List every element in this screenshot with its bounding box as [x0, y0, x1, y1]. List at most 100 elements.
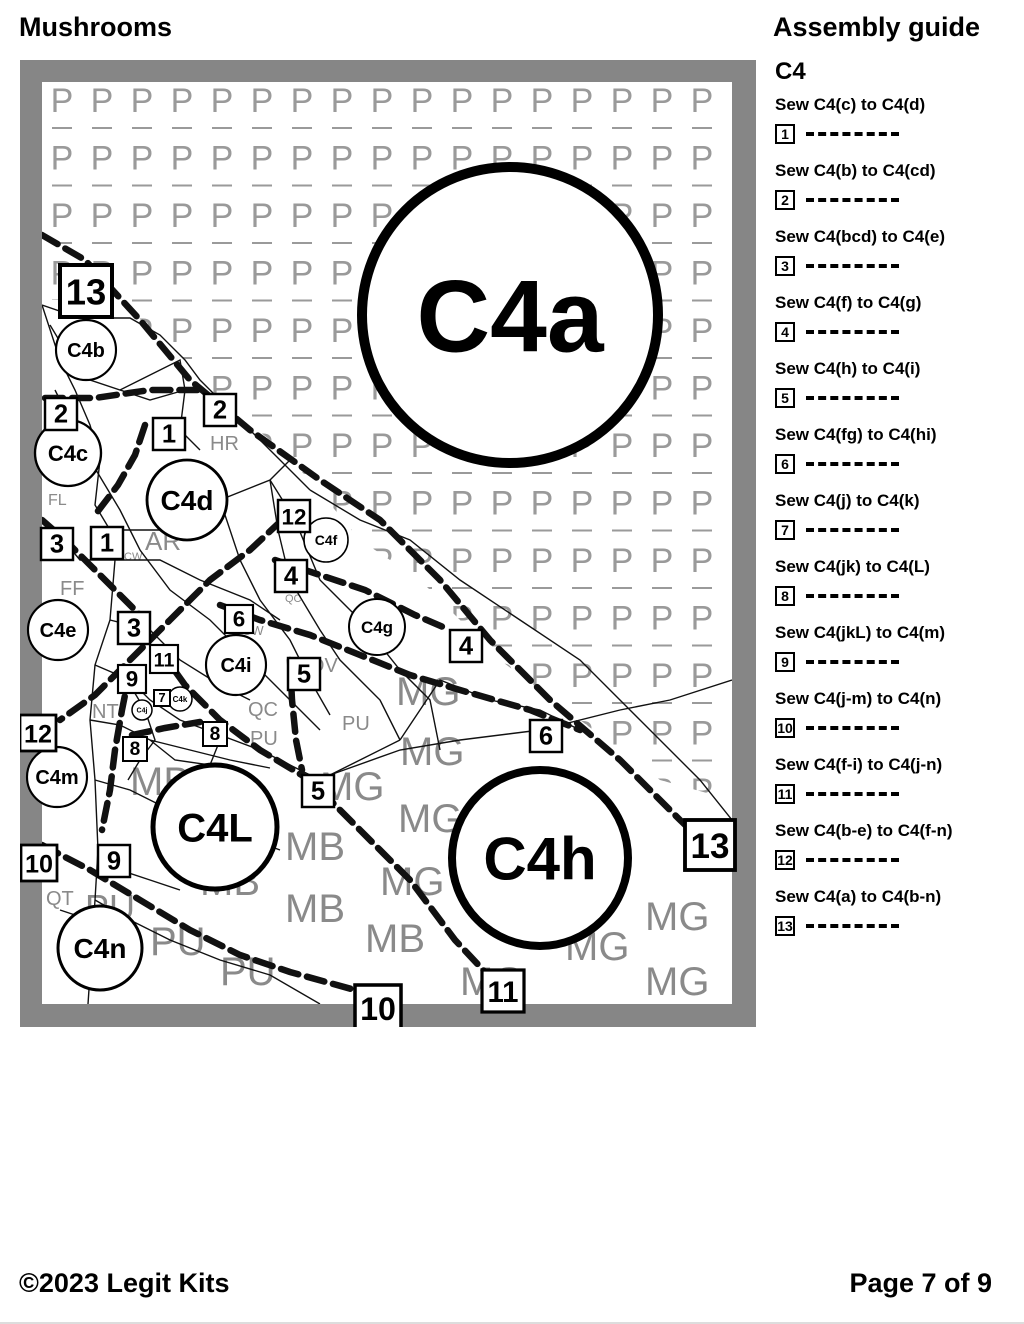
- seam-marker-2: 2: [202, 392, 238, 428]
- fabric-code-pu-3: PU: [150, 920, 206, 964]
- assembly-step: Sew C4(b) to C4(cd)2: [775, 160, 1020, 226]
- seam-dash-icon: [806, 330, 899, 334]
- step-number-box: 13: [775, 916, 795, 936]
- copyright-footer: ©2023 Legit Kits: [19, 1268, 230, 1298]
- seam-marker-12: 12: [20, 713, 58, 753]
- step-seam-key: 13: [775, 916, 1020, 936]
- piece-label-text: C4h: [483, 826, 596, 893]
- seam-marker-number: 4: [459, 632, 474, 660]
- seam-dash-icon: [806, 924, 899, 928]
- fabric-code-mg-1: MG: [400, 730, 464, 774]
- fabric-code-qt: QT: [46, 888, 74, 910]
- seam-marker-number: 6: [539, 722, 553, 750]
- seam-marker-3: 3: [39, 526, 75, 562]
- bottom-rule: [0, 1322, 1024, 1324]
- seam-marker-number: 8: [130, 739, 141, 760]
- piece-label-text: C4i: [220, 655, 251, 677]
- seam-dash-icon: [806, 462, 899, 466]
- seam-9: [98, 666, 134, 834]
- seam-marker-13: 13: [58, 263, 114, 319]
- seam-marker-11: 11: [480, 968, 526, 1014]
- seam-dash-icon: [806, 264, 899, 268]
- fabric-code-qc-2: QC: [248, 699, 278, 721]
- step-seam-key: 4: [775, 322, 1020, 342]
- step-instruction: Sew C4(j-m) to C4(n): [775, 689, 942, 708]
- assembly-step: Sew C4(fg) to C4(hi)6: [775, 424, 1020, 490]
- seam-marker-number: 3: [50, 530, 64, 558]
- page-number: Page 7 of 9: [849, 1268, 992, 1298]
- piece-label-text: C4g: [361, 618, 393, 637]
- assembly-guide-title: Assembly guide: [773, 12, 981, 42]
- seam-marker-box: [116, 663, 148, 695]
- seam-marker-number: 10: [360, 991, 396, 1027]
- piece-labels: C4aC4bC4cC4dC4eC4fC4gC4hC4iC4jC4kC4LC4mC…: [25, 162, 663, 992]
- step-seam-key: 3: [775, 256, 1020, 276]
- step-number-box: 12: [775, 850, 795, 870]
- seam-marker-box: [448, 628, 484, 664]
- assembly-step: Sew C4(j-m) to C4(n)10: [775, 688, 1020, 754]
- seam-marker-number: 13: [66, 272, 106, 313]
- seam-marker-box: [286, 656, 322, 692]
- fabric-code-mg-7: MG: [645, 960, 709, 1004]
- step-number-box: 5: [775, 388, 795, 408]
- piece-label-text: C4f: [315, 532, 338, 548]
- fabric-code-mb-4: MB: [365, 917, 425, 961]
- seam-marker-box: [96, 843, 132, 879]
- seam-marker-6: 6: [528, 718, 564, 754]
- fabric-code-nt: NT: [92, 701, 119, 723]
- piece-label-text: C4e: [40, 620, 77, 642]
- seam-marker-box: [276, 498, 312, 534]
- seam-marker-number: 4: [284, 562, 299, 590]
- seam-marker-box: [89, 525, 125, 561]
- piece-label-c4a: C4a: [357, 162, 663, 468]
- assembly-step: Sew C4(j) to C4(k)7: [775, 490, 1020, 556]
- step-seam-key: 11: [775, 784, 1020, 804]
- fabric-code-pu-1: PU: [342, 713, 370, 735]
- seam-8: [128, 718, 204, 739]
- piece-label-text: C4L: [177, 806, 253, 850]
- piece-label-circle: [204, 633, 268, 697]
- guide-section-title: C4: [775, 58, 806, 85]
- assembly-step: Sew C4(b-e) to C4(f-n)12: [775, 820, 1020, 886]
- piece-label-circle: [348, 598, 406, 656]
- fabric-code-ff: FF: [60, 578, 84, 600]
- seam-marker-number: 12: [24, 720, 52, 748]
- piece-label-circle: [26, 598, 90, 662]
- seam-marker-box: [300, 773, 336, 809]
- seam-marker-12: 12: [276, 498, 312, 534]
- seam-marker-box: [151, 416, 187, 452]
- piece-label-c4m: C4m: [25, 745, 89, 809]
- seam-marker-box: [273, 558, 309, 594]
- seam-marker-13: 13: [683, 818, 737, 872]
- piece-label-c4g: C4g: [348, 598, 406, 656]
- seam-marker-number: 12: [282, 504, 307, 529]
- seam-marker-5: 5: [286, 656, 322, 692]
- seam-dash-icon: [806, 858, 899, 862]
- seam-marker-4: 4: [448, 628, 484, 664]
- seam-dash-icon: [806, 132, 899, 136]
- piece-label-circle: [303, 517, 349, 563]
- fabric-code-layer: HR AR FL FF CW CW QC QC DV NT QT PU PU P…: [46, 433, 709, 1004]
- step-number-box: 3: [775, 256, 795, 276]
- seam-marker-box: [202, 721, 228, 747]
- step-instruction: Sew C4(fg) to C4(hi): [775, 425, 937, 444]
- piece-label-c4b: C4b: [54, 318, 118, 382]
- seam-marker-box: [148, 643, 180, 675]
- seam-6: [216, 601, 584, 734]
- assembly-step: Sew C4(bcd) to C4(e) 3: [775, 226, 1020, 292]
- seam-marker-1: 1: [89, 525, 125, 561]
- piece-label-circle: [150, 762, 280, 892]
- seam-12: [56, 516, 286, 724]
- step-instruction: Sew C4(jkL) to C4(m): [775, 623, 946, 642]
- fabric-code-mg-5: MG: [645, 895, 709, 939]
- seam-marker-box: [202, 392, 238, 428]
- piece-label-c4j: C4j: [131, 699, 153, 721]
- step-seam-key: 9: [775, 652, 1020, 672]
- piece-label-c4h: C4h: [448, 766, 632, 950]
- piece-label-c4l: C4L: [150, 762, 280, 892]
- seam-marker-number: 8: [210, 724, 221, 745]
- step-instruction: Sew C4(bcd) to C4(e): [775, 227, 946, 246]
- step-number-box: 7: [775, 520, 795, 540]
- seam-marker-2: 2: [43, 396, 79, 432]
